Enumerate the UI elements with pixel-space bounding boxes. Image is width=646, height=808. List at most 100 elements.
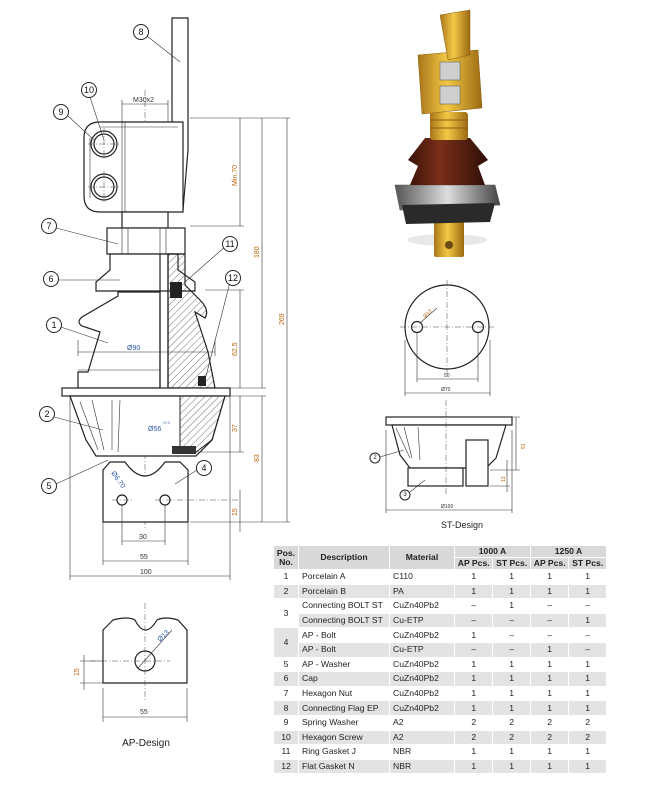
dim-269: 269: [279, 313, 286, 325]
st-dim-50: 50: [444, 373, 450, 379]
qty-1000-ap-cell: 1: [455, 628, 493, 642]
qty-1250-st-cell: 2: [569, 730, 606, 745]
qty-1000-st-cell: –: [493, 628, 530, 642]
st-dim-hole: Ø13: [422, 308, 433, 319]
qty-1000-st-cell: 1: [493, 570, 530, 584]
qty-1250-st-cell: 1: [569, 672, 606, 686]
svg-text:12: 12: [228, 273, 238, 283]
callout-4: 4: [196, 460, 212, 476]
material-cell: CuZn40Pb2: [390, 599, 454, 613]
qty-1250-ap-cell: 2: [530, 715, 569, 730]
col-group-1000a: 1000 A: [455, 546, 530, 557]
material-cell: CuZn40Pb2: [390, 628, 454, 642]
material-cell: CuZn40Pb2: [390, 657, 454, 672]
qty-1250-st-cell: –: [569, 628, 606, 642]
material-cell: C110: [390, 570, 454, 584]
material-cell: A2: [390, 715, 454, 730]
callout-12: 12: [225, 270, 241, 286]
svg-text:4: 4: [201, 463, 206, 473]
qty-1250-st-cell: 1: [569, 745, 606, 759]
qty-1000-st-cell: 1: [493, 686, 530, 701]
qty-1000-ap-cell: 1: [455, 759, 493, 774]
material-cell: CuZn40Pb2: [390, 686, 454, 701]
pos-cell: 8: [274, 701, 298, 715]
qty-1250-ap-cell: 1: [530, 745, 569, 759]
st-callout-2: 2: [369, 452, 381, 464]
qty-1000-st-cell: 1: [493, 584, 530, 599]
dim-d56: Ø56: [148, 426, 161, 433]
material-cell: NBR: [390, 745, 454, 759]
qty-1250-st-cell: 2: [569, 715, 606, 730]
st-dim-13: 13: [501, 476, 507, 482]
pos-cell: 3: [274, 599, 298, 628]
qty-1000-st-cell: 1: [493, 657, 530, 672]
dim-180: 180: [254, 246, 261, 258]
pos-cell: 5: [274, 657, 298, 672]
ap-design-view: Ø13 15 55 AP-Design: [74, 603, 188, 749]
description-cell: Connecting BOLT ST: [299, 599, 389, 613]
svg-text:7: 7: [46, 221, 51, 231]
svg-text:2: 2: [373, 455, 377, 461]
qty-1250-st-cell: 1: [569, 613, 606, 628]
qty-1000-st-cell: 2: [493, 715, 530, 730]
qty-1250-st-cell: 1: [569, 759, 606, 774]
qty-1000-st-cell: 1: [493, 672, 530, 686]
dim-62-5: 62.5: [232, 342, 239, 356]
description-cell: AP - Bolt: [299, 642, 389, 657]
callout-6: 6: [43, 271, 59, 287]
qty-1000-ap-cell: –: [455, 642, 493, 657]
qty-1250-ap-cell: –: [530, 613, 569, 628]
qty-1000-st-cell: 1: [493, 599, 530, 613]
dimension-lines: [69, 100, 290, 580]
qty-1000-ap-cell: 1: [455, 584, 493, 599]
qty-1250-ap-cell: 1: [530, 759, 569, 774]
parts-table: Pos. No. Description Material 1000 A 125…: [273, 545, 607, 774]
description-cell: Hexagon Screw: [299, 730, 389, 745]
description-cell: Flat Gasket N: [299, 759, 389, 774]
col-material: Material: [390, 546, 454, 569]
qty-1000-ap-cell: 1: [455, 745, 493, 759]
description-cell: Porcelain A: [299, 570, 389, 584]
qty-1250-st-cell: 1: [569, 686, 606, 701]
qty-1250-ap-cell: 1: [530, 701, 569, 715]
qty-1000-ap-cell: 2: [455, 715, 493, 730]
qty-1250-ap-cell: 2: [530, 730, 569, 745]
description-cell: Hexagon Nut: [299, 686, 389, 701]
col-1250-st: ST Pcs.: [569, 558, 606, 569]
svg-text:9: 9: [58, 107, 63, 117]
dim-min70: Min.70: [232, 165, 239, 186]
callout-11: 11: [222, 236, 238, 252]
qty-1250-ap-cell: –: [530, 628, 569, 642]
dim-37: 37: [232, 424, 239, 432]
qty-1000-st-cell: 1: [493, 759, 530, 774]
callout-5: 5: [41, 478, 57, 494]
callout-9: 9: [53, 104, 69, 120]
qty-1000-st-cell: 1: [493, 745, 530, 759]
dim-55: 55: [140, 554, 148, 561]
qty-1250-ap-cell: 1: [530, 657, 569, 672]
pos-cell: 9: [274, 715, 298, 730]
col-description: Description: [299, 546, 389, 569]
porcelain: [77, 291, 161, 389]
callout-2: 2: [39, 406, 55, 422]
qty-1000-ap-cell: 1: [455, 570, 493, 584]
svg-text:6: 6: [48, 274, 53, 284]
material-cell: Cu-ETP: [390, 642, 454, 657]
callout-7: 7: [41, 218, 57, 234]
pos-cell: 4: [274, 628, 298, 657]
main-side-view: M30x2 Min.70 180 269 62.5 37 83 15 Ø90 Ø…: [39, 17, 290, 580]
qty-1250-ap-cell: 1: [530, 642, 569, 657]
qty-1250-ap-cell: 1: [530, 686, 569, 701]
qty-1000-ap-cell: 2: [455, 730, 493, 745]
description-cell: AP - Bolt: [299, 628, 389, 642]
svg-text:2: 2: [44, 409, 49, 419]
material-cell: Cu-ETP: [390, 613, 454, 628]
description-cell: Cap: [299, 672, 389, 686]
